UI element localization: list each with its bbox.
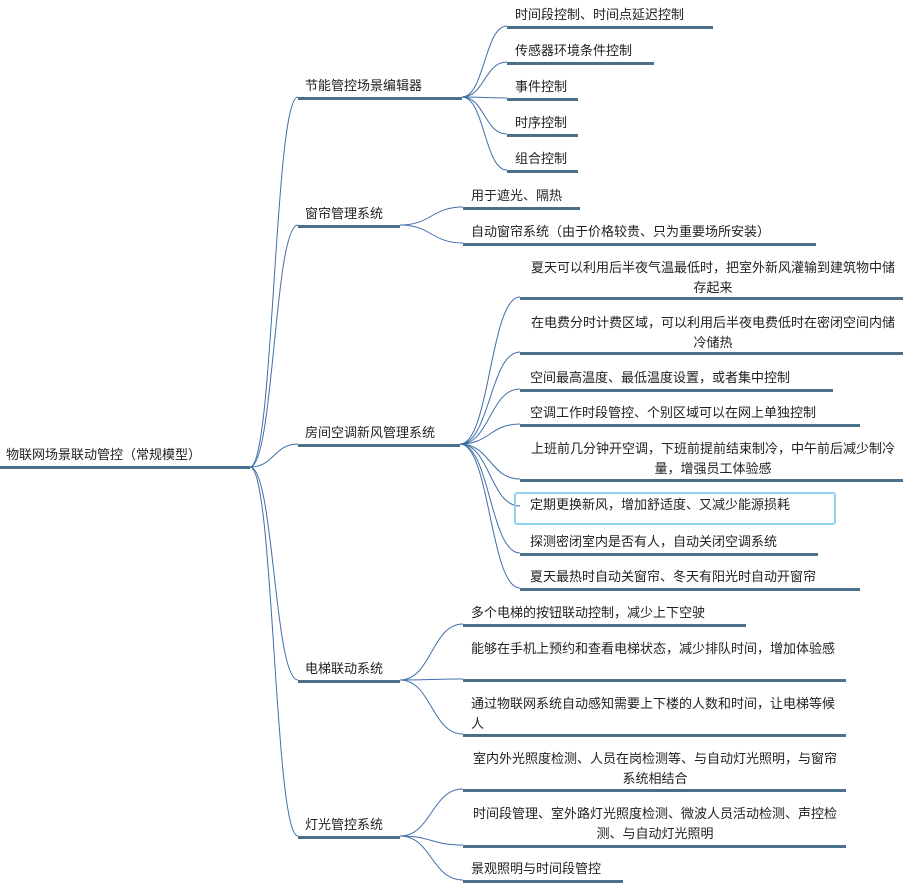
connector-branch-4-leaf-0 xyxy=(399,788,464,837)
connector-root-branch-3 xyxy=(249,466,299,681)
connector-branch-2-leaf-0 xyxy=(459,296,521,445)
leaf-hvac-1[interactable]: 夏天可以利用后半夜气温最低时，把室外新风灌输到建筑物中储存起来 xyxy=(530,261,895,296)
leaf-underline xyxy=(507,62,654,65)
leaf-energy-3[interactable]: 事件控制 xyxy=(515,80,568,95)
leaf-underline xyxy=(463,679,846,682)
leaf-underline xyxy=(463,624,746,627)
leaf-underline xyxy=(463,207,580,210)
leaf-underline xyxy=(520,479,903,482)
leaf-energy-2[interactable]: 传感器环境条件控制 xyxy=(515,44,633,59)
leaf-underline xyxy=(507,170,578,173)
branch-underline xyxy=(298,97,462,100)
leaf-hvac-4[interactable]: 空调工作时段管控、个别区域可以在网上单独控制 xyxy=(530,406,817,421)
branch-energy-scene-editor[interactable]: 节能管控场景编辑器 xyxy=(305,79,423,94)
connector-branch-2-leaf-6 xyxy=(459,443,521,554)
connector-branch-4-leaf-2 xyxy=(399,835,464,881)
leaf-underline xyxy=(463,880,623,883)
leaf-hvac-5[interactable]: 上班前几分钟开空调，下班前提前结束制冷，中午前后减少制冷量，增强员工体验感 xyxy=(530,442,895,477)
leaf-underline xyxy=(520,352,903,355)
root-underline xyxy=(0,466,250,469)
connector-branch-3-leaf-0 xyxy=(399,623,464,681)
branch-curtain-system[interactable]: 窗帘管理系统 xyxy=(305,207,384,222)
leaf-underline xyxy=(520,553,818,556)
connector-branch-0-leaf-2 xyxy=(461,96,508,99)
branch-underline xyxy=(298,225,400,228)
leaf-lighting-1[interactable]: 室内外光照度检测、人员在岗检测等、与自动灯光照明，与窗帘系统相结合 xyxy=(472,752,837,787)
connector-branch-1-leaf-0 xyxy=(399,206,464,226)
connector-branch-0-leaf-4 xyxy=(461,96,508,171)
connector-branch-2-leaf-1 xyxy=(459,351,521,445)
leaf-hvac-2[interactable]: 在电费分时计费区域，可以利用后半夜电费低时在密闭空间内储冷储热 xyxy=(530,316,895,351)
leaf-underline xyxy=(520,588,860,591)
leaf-energy-5[interactable]: 组合控制 xyxy=(515,152,568,167)
leaf-curtain-2[interactable]: 自动窗帘系统（由于价格较贵、只为重要场所安装） xyxy=(471,225,771,240)
leaf-lighting-2[interactable]: 时间段管理、室外路灯光照度检测、微波人员活动检测、声控检测、与自动灯光照明 xyxy=(472,807,837,842)
leaf-underline xyxy=(520,424,860,427)
leaf-hvac-3[interactable]: 空间最高温度、最低温度设置，或者集中控制 xyxy=(530,371,791,386)
leaf-energy-1[interactable]: 时间段控制、时间点延迟控制 xyxy=(515,8,685,23)
leaf-elevator-2[interactable]: 能够在手机上预约和查看电梯状态，减少排队时间，增加体验感 xyxy=(471,642,836,657)
leaf-underline xyxy=(463,845,846,848)
branch-hvac-fresh-air[interactable]: 房间空调新风管理系统 xyxy=(305,426,436,441)
connector-branch-4-leaf-1 xyxy=(399,835,464,846)
connector-root-branch-4 xyxy=(249,466,299,837)
connector-root-branch-2 xyxy=(249,443,299,468)
branch-underline xyxy=(298,680,400,683)
connector-branch-2-leaf-3 xyxy=(459,423,521,445)
connector-root-branch-1 xyxy=(249,224,299,468)
connector-branch-1-leaf-1 xyxy=(399,224,464,244)
leaf-underline xyxy=(507,134,578,137)
connector-branch-2-leaf-4 xyxy=(459,443,521,480)
leaf-hvac-8[interactable]: 夏天最热时自动关窗帘、冬天有阳光时自动开窗帘 xyxy=(530,570,817,585)
connector-branch-0-leaf-1 xyxy=(461,61,508,98)
branch-underline xyxy=(298,836,400,839)
root-topic[interactable]: 物联网场景联动管控（常规模型） xyxy=(6,448,202,463)
leaf-lighting-3[interactable]: 景观照明与时间段管控 xyxy=(471,862,602,877)
connector-branch-2-leaf-5 xyxy=(459,443,521,507)
leaf-underline xyxy=(463,734,846,737)
connector-branch-3-leaf-1 xyxy=(399,678,464,681)
leaf-underline xyxy=(520,389,833,392)
branch-lighting-control[interactable]: 灯光管控系统 xyxy=(305,818,384,833)
leaf-underline xyxy=(507,26,713,29)
leaf-underline xyxy=(520,297,903,300)
leaf-underline xyxy=(463,789,846,792)
connector-branch-2-leaf-2 xyxy=(459,388,521,445)
leaf-energy-4[interactable]: 时序控制 xyxy=(515,116,568,131)
connector-branch-3-leaf-2 xyxy=(399,679,464,735)
connector-branch-2-leaf-7 xyxy=(459,443,521,589)
connector-branch-0-leaf-0 xyxy=(461,25,508,98)
leaf-elevator-3[interactable]: 通过物联网系统自动感知需要上下楼的人数和时间，让电梯等候人 xyxy=(471,697,836,732)
leaf-underline xyxy=(507,98,578,101)
branch-underline xyxy=(298,444,460,447)
leaf-underline xyxy=(463,243,816,246)
branch-elevator-linkage[interactable]: 电梯联动系统 xyxy=(305,662,384,677)
leaf-curtain-1[interactable]: 用于遮光、隔热 xyxy=(471,189,563,204)
connector-branch-0-leaf-3 xyxy=(461,96,508,135)
leaf-hvac-6[interactable]: 定期更换新风，增加舒适度、又减少能源损耗 xyxy=(530,498,791,513)
leaf-elevator-1[interactable]: 多个电梯的按钮联动控制，减少上下空驶 xyxy=(471,606,706,621)
leaf-hvac-7[interactable]: 探测密闭室内是否有人，自动关闭空调系统 xyxy=(530,535,778,550)
selection-highlight xyxy=(514,492,836,525)
connector-root-branch-0 xyxy=(249,96,299,468)
